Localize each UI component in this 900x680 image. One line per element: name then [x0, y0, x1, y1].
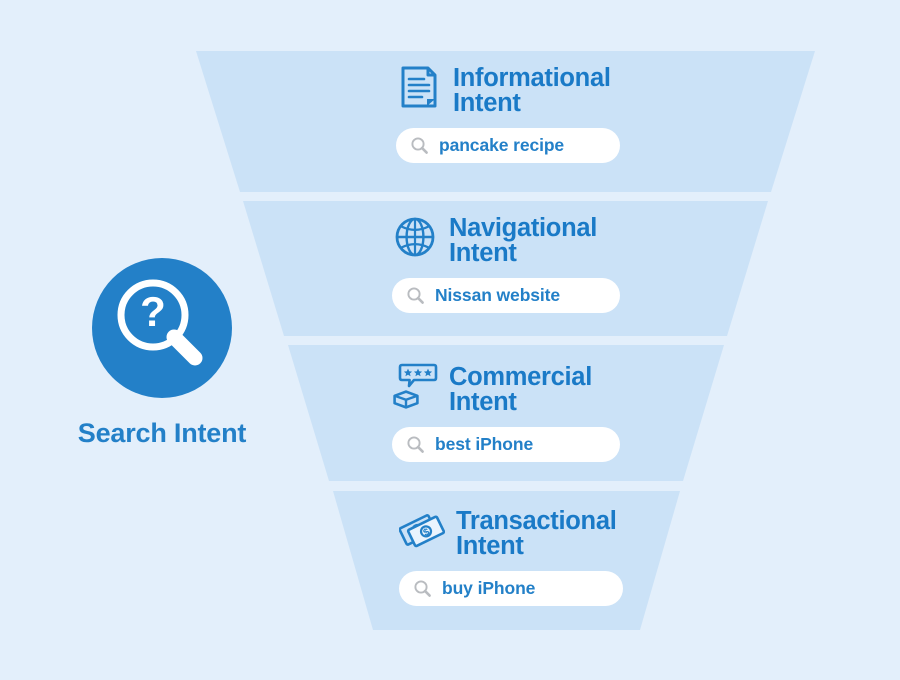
stage-header: Commercial Intent [392, 363, 632, 415]
funnel-stage-informational: Informational Intent pancake recipe [396, 64, 636, 163]
funnel-segment-informational [196, 51, 815, 192]
stage-title: Transactional Intent [456, 507, 617, 560]
document-lines-icon [401, 66, 437, 108]
stage-header: Informational Intent [396, 64, 636, 116]
stage-title: Informational Intent [453, 64, 611, 117]
stage-header: Navigational Intent [392, 214, 632, 266]
magnifier-question-icon: ? [117, 279, 203, 366]
search-query-pill[interactable]: pancake recipe [396, 128, 620, 163]
search-icon [411, 137, 428, 154]
stage-title: Navigational Intent [449, 214, 598, 267]
funnel-stage-transactional: $ $ Transactional Intent buy iPhone [399, 507, 639, 606]
search-query-pill[interactable]: best iPhone [392, 427, 620, 462]
search-query-text: buy iPhone [442, 578, 536, 598]
search-query-text: Nissan website [435, 285, 561, 305]
search-icon [414, 580, 431, 597]
funnel-stage-navigational: Navigational Intent Nissan website [392, 214, 632, 313]
search-query-pill[interactable]: Nissan website [392, 278, 620, 313]
stage-header: $ $ Transactional Intent [399, 507, 639, 559]
badge-circle: ? [92, 258, 232, 398]
badge-label: Search Intent [77, 418, 247, 448]
funnel-segment-navigational [243, 201, 768, 336]
banknotes-money-icon: $ $ [399, 514, 445, 548]
search-query-text: pancake recipe [439, 135, 565, 155]
search-intent-badge: ? Search Intent [62, 258, 262, 449]
search-icon [407, 287, 424, 304]
globe-icon [395, 217, 435, 257]
svg-text:?: ? [140, 288, 166, 335]
box-review-stars-icon [393, 363, 438, 409]
funnel-stage-commercial: Commercial Intent best iPhone [392, 363, 632, 462]
svg-text:$: $ [422, 526, 432, 539]
search-query-text: best iPhone [435, 434, 534, 454]
search-icon [407, 436, 424, 453]
stage-title: Commercial Intent [449, 363, 592, 416]
search-query-pill[interactable]: buy iPhone [399, 571, 623, 606]
